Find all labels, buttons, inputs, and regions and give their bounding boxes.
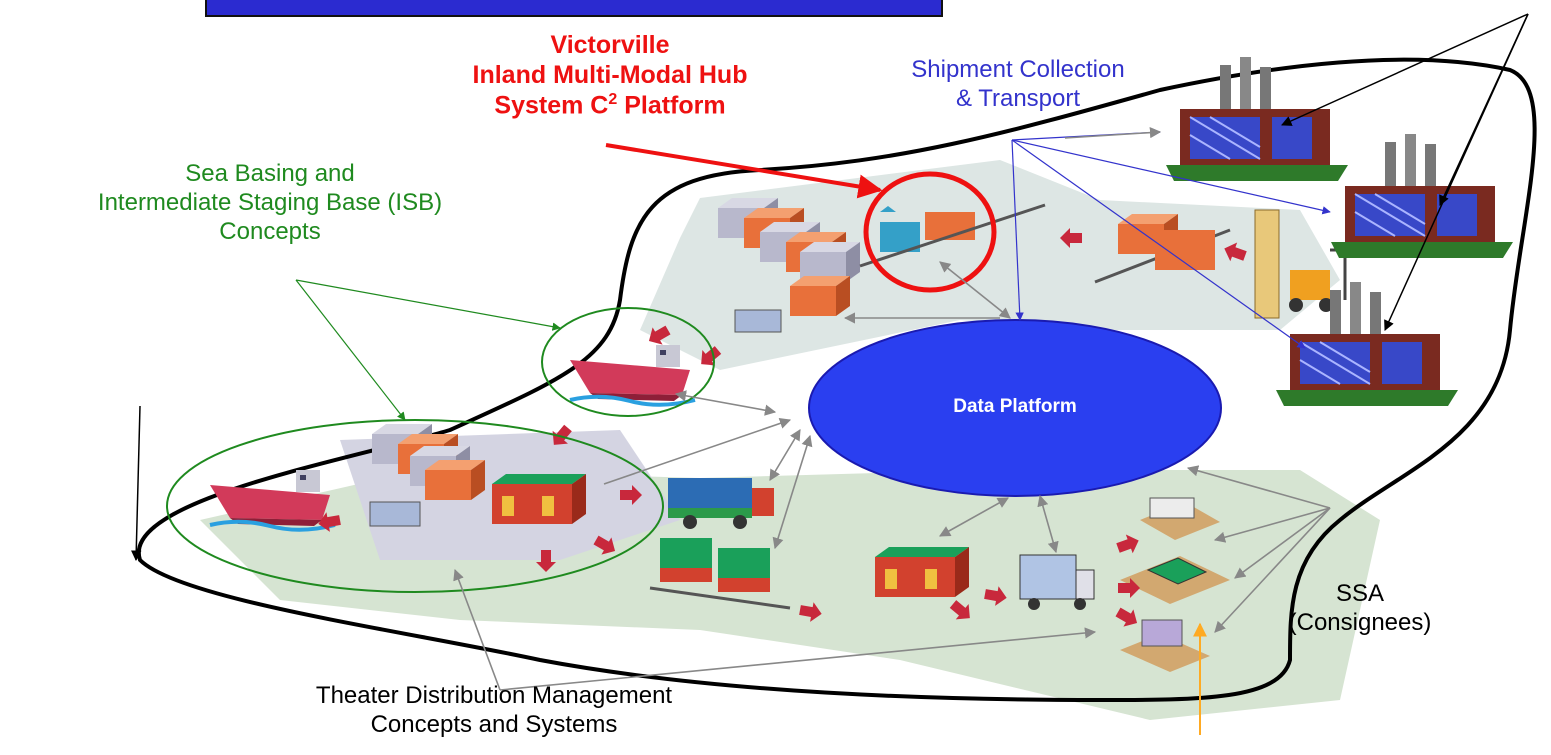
region-outline <box>136 57 1537 703</box>
factory-pointers <box>1281 13 1529 331</box>
ssa-line2: (Consignees) <box>1288 608 1432 636</box>
ssa-line1: SSA <box>1335 580 1385 607</box>
theater-label: Theater Distribution Management Concepts… <box>184 682 804 740</box>
sea-arrows <box>295 279 561 421</box>
consignee-pads <box>1120 497 1230 672</box>
isb-ellipse-large <box>166 419 664 593</box>
data-platform-ellipse <box>808 319 1222 497</box>
sea-line2: Intermediate Staging Base (ISB) <box>97 188 443 216</box>
forklift <box>1254 209 1347 319</box>
ssa-label: SSA (Consignees) <box>1270 580 1450 638</box>
covered-truck <box>668 478 774 529</box>
sea-line1: Sea Basing and <box>185 160 355 187</box>
truck-lower <box>369 501 421 527</box>
left-arrow <box>130 405 142 562</box>
truck-upper <box>734 309 782 333</box>
theater-line2: Concepts and Systems <box>370 710 618 738</box>
title-bar <box>205 0 943 17</box>
isb-ellipse-small <box>541 307 715 417</box>
sea-basing-label: Sea Basing and Intermediate Staging Base… <box>0 160 540 246</box>
hub-line3: System C2 Platform <box>494 91 726 120</box>
hub-train <box>859 203 1046 268</box>
rail-container <box>1094 214 1231 284</box>
delivery-truck <box>1019 554 1095 610</box>
freight-train <box>649 538 791 610</box>
hub-circle <box>863 171 997 293</box>
hub-line2: Inland Multi-Modal Hub <box>472 61 748 89</box>
sea-line3: Concepts <box>219 217 321 245</box>
hub-arrow <box>605 143 883 199</box>
shipment-line2: & Transport <box>955 84 1081 112</box>
hub-line1: Victorville <box>550 31 670 59</box>
hub-title: Victorville Inland Multi-Modal Hub Syste… <box>400 30 820 120</box>
shipment-line1: Shipment Collection <box>911 56 1125 83</box>
data-links <box>453 127 1331 691</box>
shipment-label: Shipment Collection & Transport <box>858 56 1178 114</box>
data-platform-label: Data Platform <box>953 396 1077 417</box>
theater-line1: Theater Distribution Management <box>315 682 673 709</box>
